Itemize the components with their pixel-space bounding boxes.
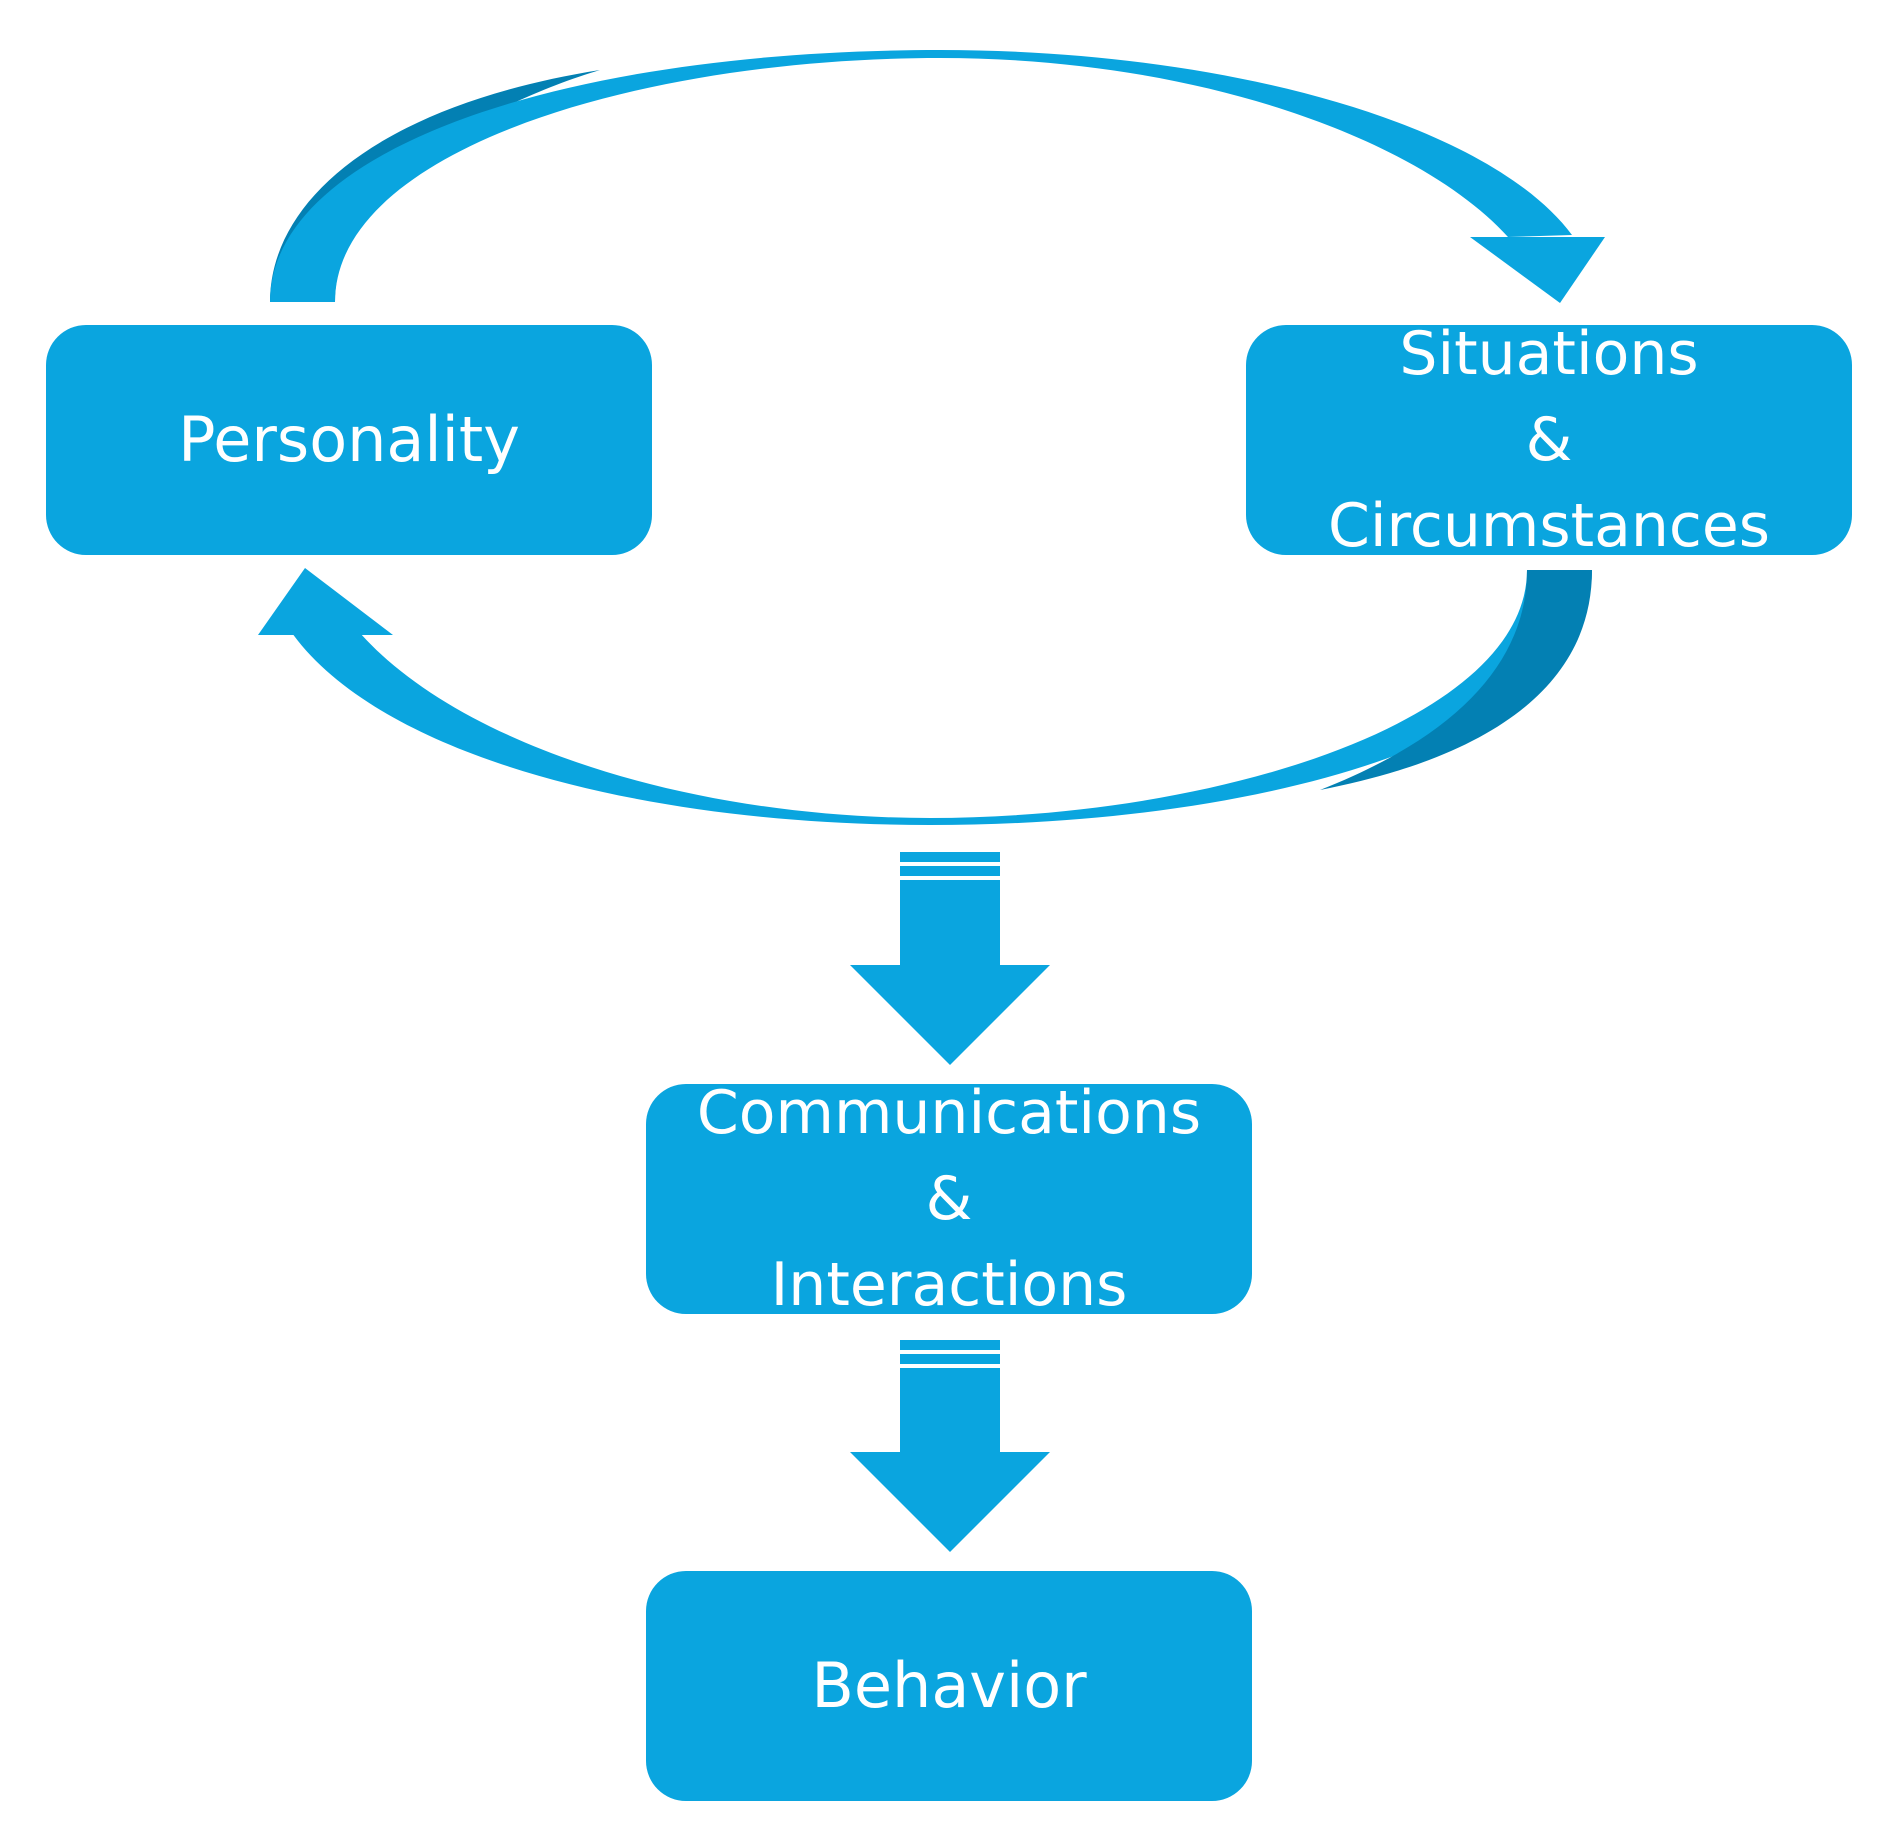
arrow-stripe-2b [900, 1354, 1000, 1364]
block-arrow-shape-2 [850, 1368, 1050, 1552]
node-situations-line1: Situations [1399, 319, 1699, 389]
arrowhead-bottom [258, 568, 393, 635]
node-behavior-label: Behavior [811, 1649, 1087, 1722]
arrow-shadow-bottom [1320, 570, 1592, 790]
node-communications-line3: Interactions [770, 1250, 1128, 1320]
node-behavior: Behavior [646, 1571, 1252, 1801]
node-situations-line3: Circumstances [1327, 491, 1771, 561]
curved-arrow-personality-to-situations [270, 50, 1605, 303]
node-situations-line2: & [1525, 405, 1573, 475]
node-personality: Personality [46, 325, 652, 555]
arrow-body-top [270, 50, 1572, 302]
node-communications-interactions: Communications & Interactions [646, 1078, 1252, 1320]
arrow-stripe-1a [900, 852, 1000, 862]
curved-arrow-situations-to-personality [258, 568, 1592, 825]
block-arrow-to-communications [850, 852, 1050, 1065]
arrow-stripe-2a [900, 1340, 1000, 1350]
node-communications-line2: & [925, 1164, 973, 1234]
node-communications-line1: Communications [696, 1078, 1202, 1148]
block-arrow-to-behavior [850, 1340, 1050, 1552]
node-situations-circumstances: Situations & Circumstances [1246, 319, 1852, 561]
arrow-stripe-1b [900, 866, 1000, 876]
node-personality-label: Personality [178, 403, 520, 476]
block-arrow-shape-1 [850, 880, 1050, 1065]
arrow-body-bottom [292, 570, 1592, 825]
arrowhead-top [1470, 237, 1605, 303]
